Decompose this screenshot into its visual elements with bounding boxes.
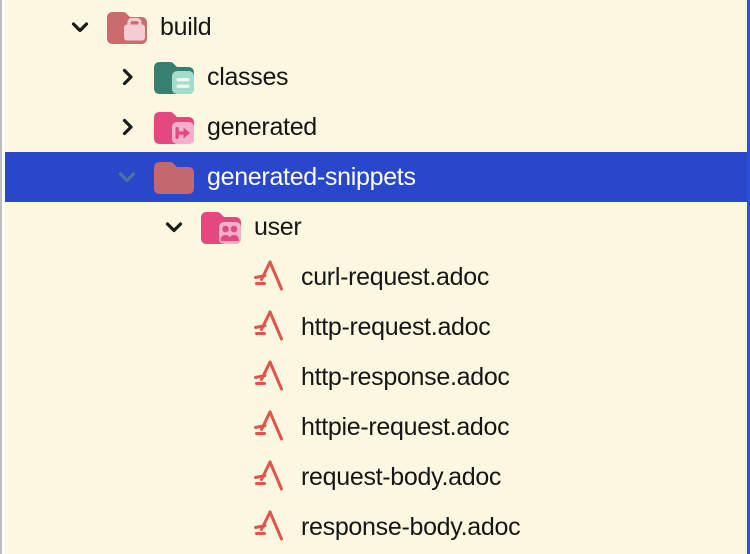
folder-classes-icon bbox=[151, 57, 197, 97]
chevron-down-icon[interactable] bbox=[68, 2, 104, 52]
asciidoc-file-icon bbox=[245, 257, 291, 297]
tree-item-label: build bbox=[160, 13, 212, 41]
tree-row-generated-snippets[interactable]: generated-snippets bbox=[2, 152, 747, 202]
tree-row-request-body-adoc[interactable]: request-body.adoc bbox=[2, 452, 747, 502]
tree-item-label: generated bbox=[207, 113, 317, 141]
tree-row-http-request-adoc[interactable]: http-request.adoc bbox=[2, 302, 747, 352]
chevron-right-icon[interactable] bbox=[115, 102, 151, 152]
tree-item-label: curl-request.adoc bbox=[301, 263, 490, 291]
tree-row-response-body-adoc[interactable]: response-body.adoc bbox=[2, 502, 747, 552]
tree-row-generated[interactable]: generated bbox=[2, 102, 747, 152]
chevron-spacer bbox=[209, 252, 245, 302]
tree-row-build[interactable]: build bbox=[2, 2, 747, 52]
folder-user-icon bbox=[198, 207, 244, 247]
folder-plain-icon bbox=[151, 157, 197, 197]
chevron-spacer bbox=[209, 302, 245, 352]
tree-item-label: http-response.adoc bbox=[301, 363, 510, 391]
chevron-down-icon[interactable] bbox=[115, 152, 151, 202]
tree-row-httpie-request-adoc[interactable]: httpie-request.adoc bbox=[2, 402, 747, 452]
chevron-spacer bbox=[209, 402, 245, 452]
chevron-spacer bbox=[209, 352, 245, 402]
tree-item-label: httpie-request.adoc bbox=[301, 413, 510, 441]
tree-row-classes[interactable]: classes bbox=[2, 52, 747, 102]
tree-item-label: request-body.adoc bbox=[301, 463, 502, 491]
tree-item-label: generated-snippets bbox=[207, 163, 416, 191]
asciidoc-file-icon bbox=[245, 407, 291, 447]
chevron-spacer bbox=[209, 502, 245, 552]
asciidoc-file-icon bbox=[245, 357, 291, 397]
tree-row-user[interactable]: user bbox=[2, 202, 747, 252]
chevron-down-icon[interactable] bbox=[162, 202, 198, 252]
chevron-right-icon[interactable] bbox=[115, 52, 151, 102]
tree-row-http-response-adoc[interactable]: http-response.adoc bbox=[2, 352, 747, 402]
asciidoc-file-icon bbox=[245, 307, 291, 347]
tree-item-label: response-body.adoc bbox=[301, 513, 521, 541]
tree-item-label: classes bbox=[207, 63, 289, 91]
folder-build-icon bbox=[104, 7, 150, 47]
tree-item-label: user bbox=[254, 213, 302, 241]
tree-item-label: http-request.adoc bbox=[301, 313, 491, 341]
asciidoc-file-icon bbox=[245, 457, 291, 497]
tree-row-curl-request-adoc[interactable]: curl-request.adoc bbox=[2, 252, 747, 302]
folder-generated-icon bbox=[151, 107, 197, 147]
chevron-spacer bbox=[209, 452, 245, 502]
asciidoc-file-icon bbox=[245, 507, 291, 547]
